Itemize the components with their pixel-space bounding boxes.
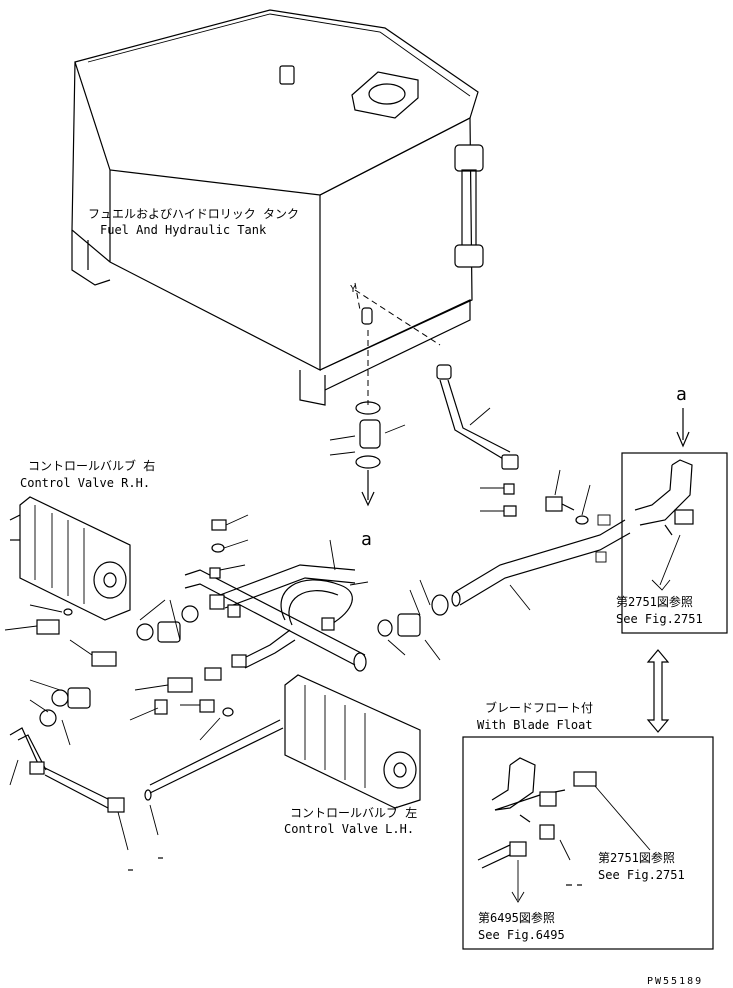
cv-rh-label-en: Control Valve R.H. xyxy=(20,476,150,490)
tank-label-en: Fuel And Hydraulic Tank xyxy=(100,223,267,237)
fuel-hydraulic-tank: Y xyxy=(71,9,484,406)
control-valve-lh xyxy=(284,674,421,809)
ref-2751-bot-en: See Fig.2751 xyxy=(598,868,685,882)
blade-float-label-jp: ブレードフロート付 xyxy=(485,700,593,715)
main-return-pipe xyxy=(451,514,631,611)
drawing-number: PW55189 xyxy=(647,976,703,987)
ref-2751-bot-jp: 第2751図参照 xyxy=(598,850,675,865)
blade-float-box xyxy=(462,736,714,950)
cv-rh-label-jp: コントロールバルブ 右 xyxy=(28,458,155,473)
tank-label-jp: フュエルおよびハイドロリック タンク xyxy=(88,207,299,221)
detail-box-a xyxy=(621,452,728,634)
return-tube xyxy=(436,364,519,470)
ref-6495-en: See Fig.6495 xyxy=(478,928,565,942)
lower-left-tubes xyxy=(9,667,284,871)
port-mark: Y xyxy=(350,284,356,295)
blade-float-label-en: With Blade Float xyxy=(477,718,593,732)
fittings-right xyxy=(480,469,591,525)
suction-hose-assembly xyxy=(329,330,406,507)
control-valve-rh xyxy=(9,496,131,621)
rh-fittings xyxy=(4,604,117,667)
cv-lh-label-jp: コントロールバルブ 左 xyxy=(290,805,417,820)
central-manifold xyxy=(136,514,449,672)
ref-2751-top-jp: 第2751図参照 xyxy=(616,594,693,609)
double-arrow xyxy=(646,649,670,733)
ref-2751-top-en: See Fig.2751 xyxy=(616,612,703,626)
cv-lh-label-en: Control Valve L.H. xyxy=(284,822,414,836)
marker-a-top: a xyxy=(676,384,687,405)
marker-a-mid: a xyxy=(361,529,372,550)
ref-6495-jp: 第6495図参照 xyxy=(478,910,555,925)
